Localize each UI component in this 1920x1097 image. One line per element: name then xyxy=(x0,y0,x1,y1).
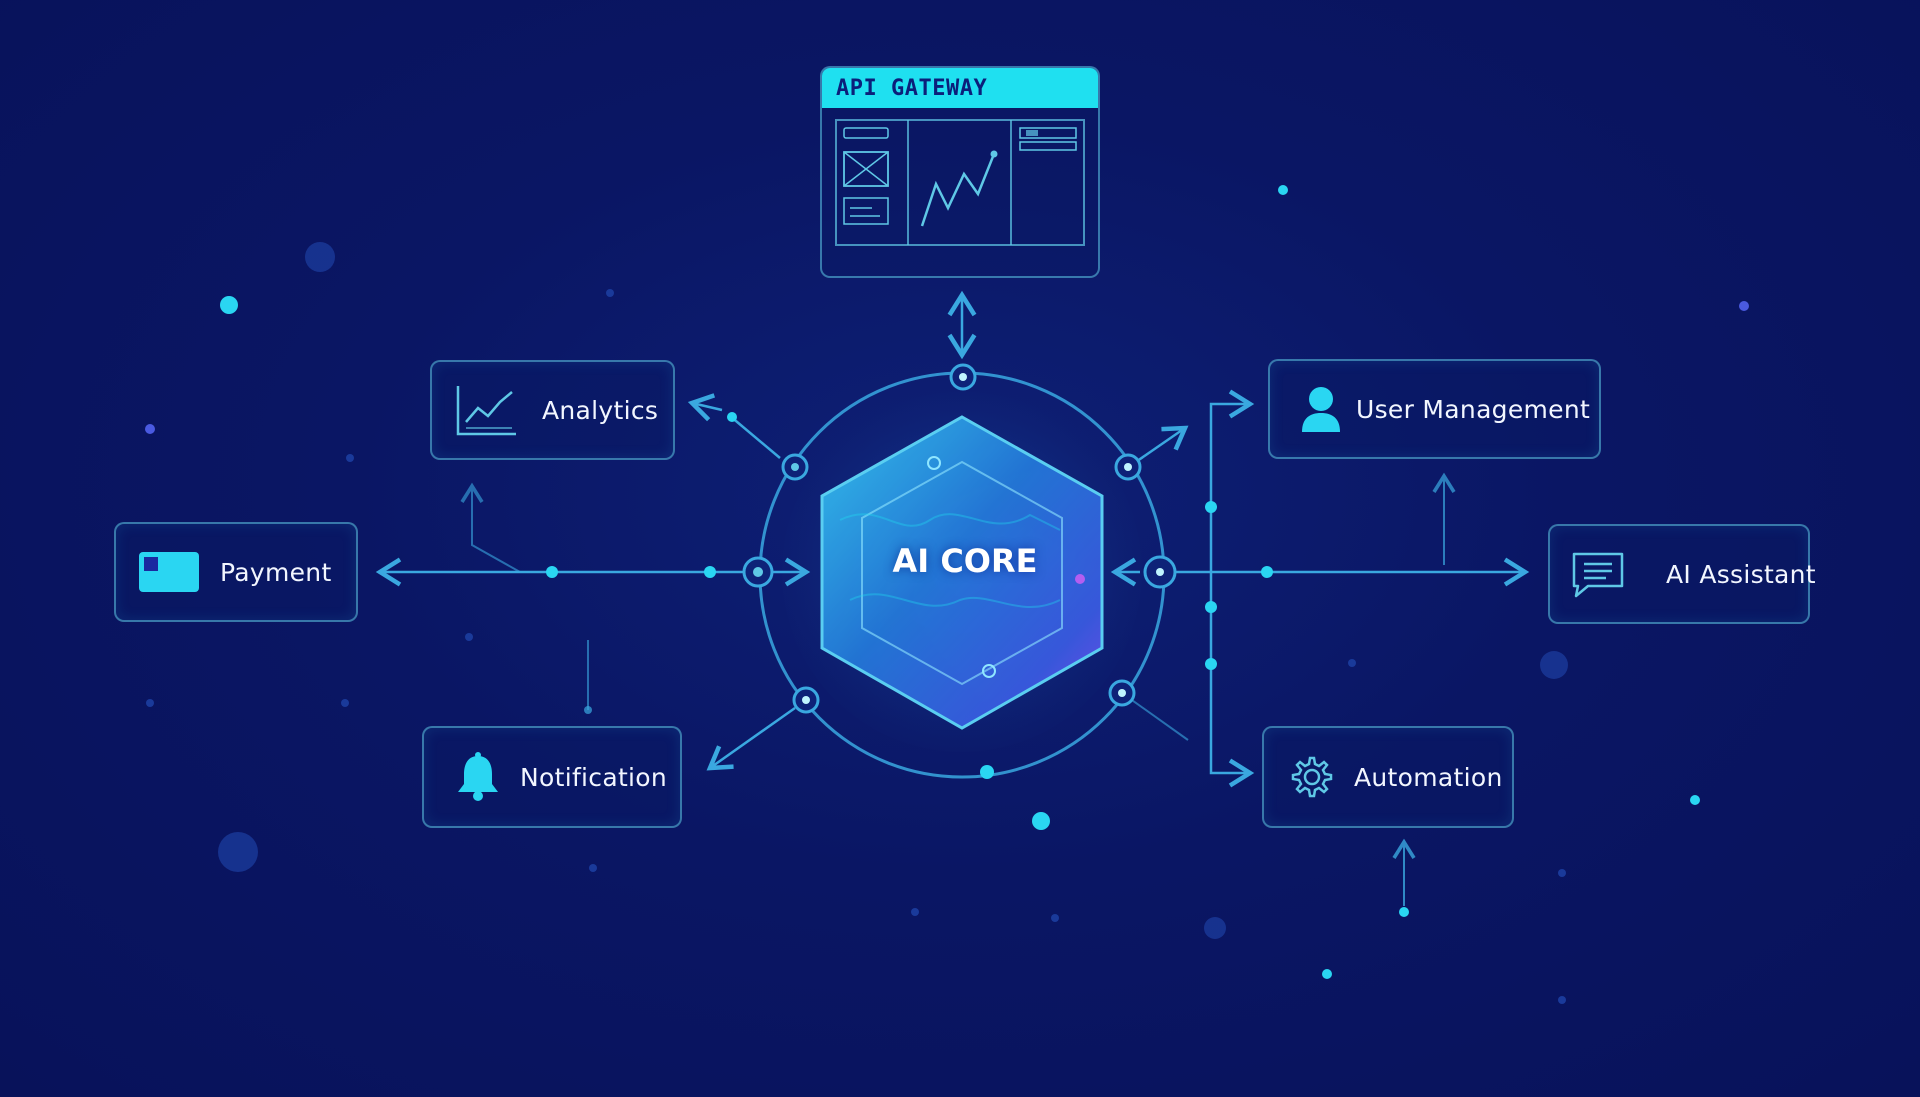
api-gateway-panel[interactable]: API GATEWAY xyxy=(820,66,1100,278)
particle xyxy=(305,242,335,272)
automation-node[interactable]: Automation xyxy=(1262,726,1514,828)
api-gateway-title: API GATEWAY xyxy=(822,68,1098,108)
particle xyxy=(1204,917,1226,939)
link-user-management xyxy=(1114,425,1189,481)
particle xyxy=(146,699,154,707)
hexagon-texture xyxy=(839,513,1061,609)
particle xyxy=(1278,185,1288,195)
particle xyxy=(145,424,155,434)
user-management-label: User Management xyxy=(1356,394,1591,424)
particle xyxy=(1051,914,1059,922)
particle xyxy=(1558,996,1566,1004)
gear-icon xyxy=(1290,755,1334,799)
particle xyxy=(1739,301,1749,311)
payment-node[interactable]: Payment xyxy=(114,522,358,622)
particle xyxy=(1322,969,1332,979)
particle xyxy=(589,864,597,872)
particle xyxy=(1540,651,1568,679)
link-right-horizontal xyxy=(1110,472,1530,589)
link-analytics xyxy=(687,393,809,481)
particle xyxy=(341,699,349,707)
hexagon-dot xyxy=(927,456,941,470)
hexagon-outer xyxy=(820,415,1104,730)
particle xyxy=(1348,659,1356,667)
link-automation xyxy=(980,679,1416,906)
link-left-horizontal xyxy=(375,482,811,714)
line-chart-icon xyxy=(454,382,518,438)
particle xyxy=(346,454,354,462)
link-notification xyxy=(706,686,820,771)
ai-assistant-label: AI Assistant xyxy=(1666,559,1816,589)
hexagon-dot xyxy=(982,664,996,678)
credit-card-icon xyxy=(138,551,200,593)
particle xyxy=(218,832,258,872)
dashboard-wireframe-icon xyxy=(835,119,1085,246)
core-hexagon xyxy=(820,415,1104,730)
chat-bubble-icon xyxy=(1570,550,1626,598)
link-api-gateway xyxy=(947,290,977,391)
particle xyxy=(1399,907,1409,917)
link-right-vertical-bus xyxy=(1205,389,1255,788)
analytics-label: Analytics xyxy=(542,395,659,425)
automation-label: Automation xyxy=(1354,762,1503,792)
background-particles xyxy=(145,185,1749,1004)
notification-node[interactable]: Notification xyxy=(422,726,682,828)
analytics-node[interactable]: Analytics xyxy=(430,360,675,460)
payment-label: Payment xyxy=(220,557,332,587)
particle xyxy=(606,289,614,297)
particle xyxy=(220,296,238,314)
particle xyxy=(911,908,919,916)
particle xyxy=(465,633,473,641)
bell-icon xyxy=(456,752,500,802)
particle xyxy=(1690,795,1700,805)
user-icon xyxy=(1300,386,1342,432)
ai-assistant-node[interactable]: AI Assistant xyxy=(1548,524,1816,624)
core-label: AI CORE xyxy=(892,542,1038,580)
particle xyxy=(1558,869,1566,877)
hexagon-dot xyxy=(1075,574,1085,584)
notification-label: Notification xyxy=(520,762,668,792)
particle xyxy=(1032,812,1050,830)
hexagon-inner xyxy=(861,460,1063,686)
user-management-node[interactable]: User Management xyxy=(1268,359,1601,459)
